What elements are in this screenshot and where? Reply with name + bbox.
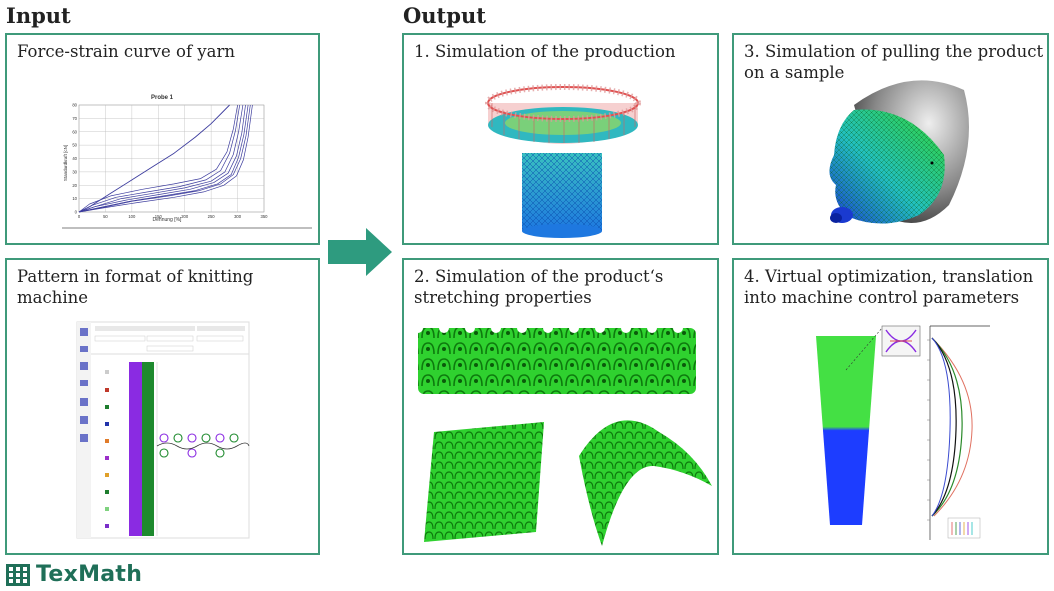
- pulling-sim-render: [829, 80, 969, 224]
- texmath-logo-text: TexMath: [36, 562, 143, 587]
- chart-series-line: [78, 104, 251, 213]
- chart-x-tick-label: 150: [155, 214, 163, 219]
- stretching-sim-render: [413, 323, 712, 546]
- optimization-render: [816, 325, 990, 540]
- chart-series-line: [78, 104, 238, 213]
- chart-x-tick-label: 250: [208, 214, 216, 219]
- chart-x-tick-label: 0: [78, 214, 81, 219]
- chart-y-tick-label: 50: [72, 143, 77, 148]
- chart-title: Probe 1: [151, 95, 174, 101]
- chart-y-tick-label: 20: [72, 183, 77, 188]
- force-strain-chart: Probe 1 Dehnung [%] Standardkraft [cN] 0…: [62, 95, 312, 229]
- chart-y-tick-label: 0: [75, 210, 78, 215]
- chart-ylabel: Standardkraft [cN]: [63, 145, 68, 181]
- input-heading: Input: [6, 3, 71, 28]
- chart-series-line: [78, 104, 246, 213]
- force-strain-title: Force-strain curve of yarn: [17, 42, 235, 61]
- chart-x-tick-label: 100: [128, 214, 136, 219]
- chart-series-line: [78, 104, 249, 213]
- texmath-logo-icon: [6, 563, 30, 586]
- output-heading: Output: [403, 3, 486, 28]
- input-to-output-arrow: [328, 228, 392, 276]
- chart-y-tick-label: 60: [72, 129, 77, 134]
- force-strain-panel: Force-strain curve of yarn Probe 1 Dehnu…: [5, 33, 320, 245]
- production-sim-title: 1. Simulation of the production: [414, 42, 676, 61]
- production-sim-render: [485, 84, 641, 238]
- chart-y-tick-label: 70: [72, 116, 77, 121]
- chart-x-tick-label: 350: [261, 214, 269, 219]
- knitting-pattern-screenshot: [76, 321, 250, 539]
- production-sim-panel: 1. Simulation of the production: [402, 33, 719, 245]
- chart-y-tick-label: 80: [72, 103, 77, 108]
- chart-series-line: [78, 104, 241, 213]
- chart-series-line: [78, 104, 244, 213]
- texmath-logo: TexMath: [6, 562, 142, 587]
- chart-x-tick-label: 50: [103, 214, 108, 219]
- chart-y-tick-label: 10: [72, 196, 77, 201]
- chart-xlabel: Dehnung [%]: [153, 217, 183, 223]
- chart-y-tick-label: 40: [72, 156, 77, 161]
- chart-y-tick-label: 30: [72, 169, 77, 174]
- chart-series-line: [78, 104, 253, 213]
- chart-x-tick-label: 200: [181, 214, 189, 219]
- chart-x-tick-label: 300: [234, 214, 242, 219]
